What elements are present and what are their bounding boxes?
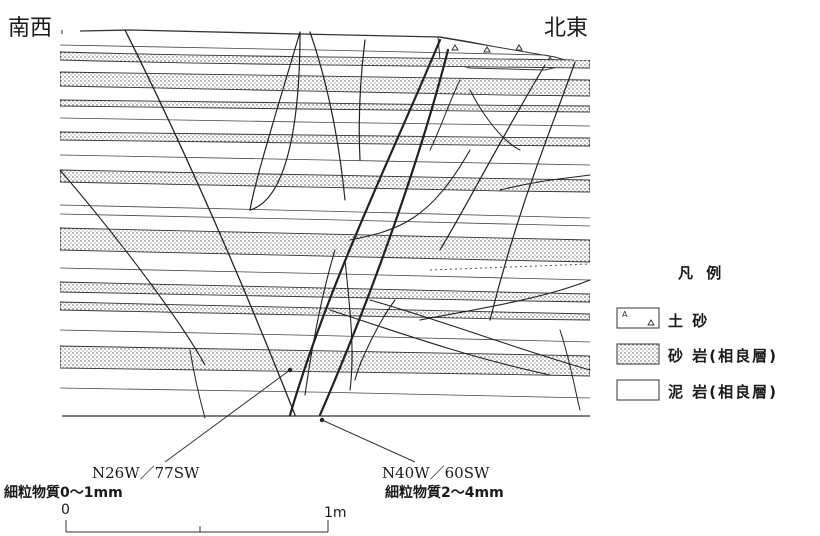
svg-text:A: A xyxy=(622,310,628,319)
orientation-left-label: 南西 xyxy=(8,16,53,41)
orientation-right-label: 北東 xyxy=(544,16,589,41)
annotation-2-orientation: N40W／60SW xyxy=(382,464,490,482)
scale-bar xyxy=(65,520,329,533)
annotation-1-orientation: N26W／77SW xyxy=(92,464,200,482)
dotted-contact xyxy=(429,263,590,271)
leader-line-2 xyxy=(321,419,416,463)
leader-line-1 xyxy=(164,369,291,463)
legend-swatch-sandstone xyxy=(616,343,660,365)
scale-start-label: 0 xyxy=(61,502,70,518)
legend-swatch-soil: A xyxy=(616,307,660,329)
annotation-2-material: 細粒物質2～4mm xyxy=(385,485,504,501)
sandstone-bands xyxy=(60,51,590,377)
leader-dot-2 xyxy=(319,417,325,423)
mudstone-lines xyxy=(60,44,590,399)
fault-lines xyxy=(59,29,591,419)
legend-swatch-mudstone xyxy=(616,379,660,401)
legend-label-soil: 土 砂 xyxy=(668,312,710,330)
leader-dot-1 xyxy=(287,367,293,373)
scale-end-label: 1m xyxy=(324,505,347,521)
annotation-1-material: 細粒物質0～1mm xyxy=(4,485,123,501)
legend-label-sandstone: 砂 岩(相良層) xyxy=(668,347,778,365)
legend-title: 凡 例 xyxy=(678,264,726,282)
legend-label-mudstone: 泥 岩(相良層) xyxy=(668,383,778,401)
